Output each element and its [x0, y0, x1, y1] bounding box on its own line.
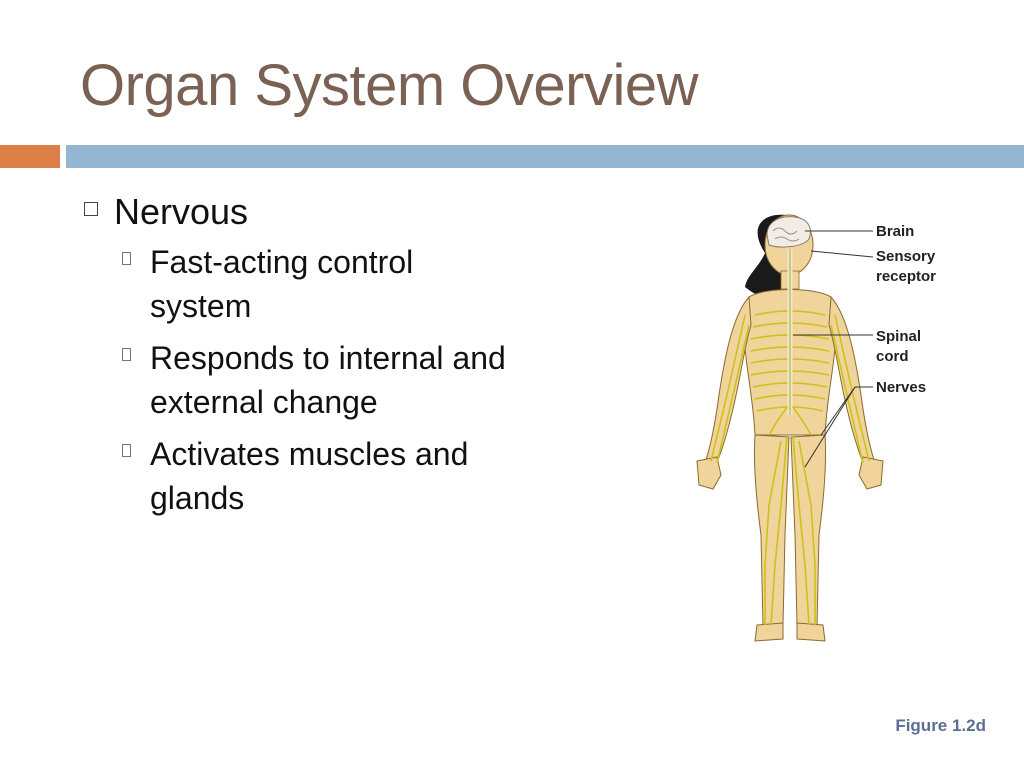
square-bullet-icon — [122, 252, 131, 265]
square-bullet-icon — [122, 444, 131, 457]
bullet-text: Nervous — [114, 191, 249, 232]
label-cord: cord — [876, 348, 909, 365]
accent-bar-blue — [66, 145, 1024, 168]
label-nerves: Nerves — [876, 379, 926, 396]
square-bullet-icon — [84, 202, 98, 216]
nervous-system-figure: Brain Sensory receptor Spinal cord Nerve… — [696, 214, 936, 642]
square-bullet-icon — [122, 348, 131, 361]
slide-title: Organ System Overview — [80, 53, 699, 118]
sub-bullet-line: Activates muscles and — [150, 436, 469, 472]
sub-bullet-line: glands — [150, 480, 245, 516]
sub-bullet-line: Responds to internal and — [150, 340, 506, 376]
sub-bullet: Fast-acting control system — [116, 240, 600, 328]
label-brain: Brain — [876, 223, 914, 240]
leader-lines — [793, 230, 874, 468]
sub-bullet-line: external change — [150, 384, 378, 420]
accent-bar-orange — [0, 145, 60, 168]
sub-bullet: Responds to internal and external change — [116, 336, 600, 424]
bullet-list: Nervous Fast-acting control system Respo… — [80, 190, 600, 528]
sub-bullet: Activates muscles and glands — [116, 432, 600, 520]
sub-bullet-line: Fast-acting control — [150, 244, 414, 280]
label-receptor: receptor — [876, 268, 936, 285]
label-sensory: Sensory — [876, 248, 936, 265]
figure-caption: Figure 1.2d — [895, 716, 986, 735]
sub-bullet-line: system — [150, 288, 252, 324]
label-spinal: Spinal — [876, 328, 921, 345]
bullet-level1: Nervous — [80, 190, 600, 234]
